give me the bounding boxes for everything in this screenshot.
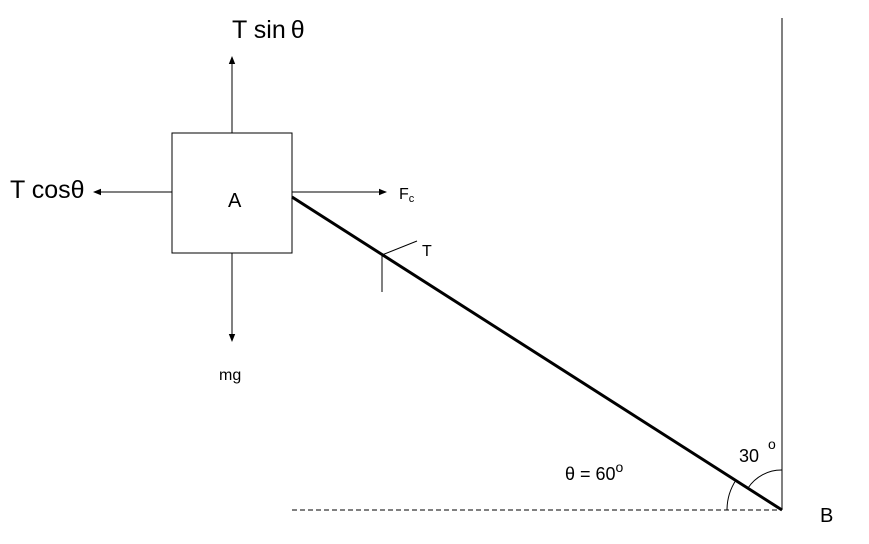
label-theta-60-text: θ = 60 [565, 464, 616, 484]
label-mg: mg [219, 367, 241, 384]
block-a [171, 132, 293, 254]
label-f-sub: c [409, 193, 415, 205]
label-t-cos: T cos [10, 176, 71, 204]
string-line [291, 195, 783, 512]
label-theta-60: θ = 60o [565, 459, 624, 484]
label-30-text: 30 [739, 446, 759, 466]
label-theta-left: θ [71, 176, 85, 204]
block-a-label: A [228, 190, 242, 212]
label-f: F [399, 186, 409, 203]
label-point-b: B [820, 505, 833, 527]
angle-arc-30 [747, 469, 783, 489]
label-theta-60-degree: o [616, 459, 624, 475]
label-30-degree: o [768, 436, 776, 452]
label-t-cos-theta: T cosθ [10, 176, 85, 204]
tension-leader [381, 240, 418, 256]
label-theta-up: θ [291, 16, 305, 44]
label-fc: Fc [399, 186, 415, 205]
label-30-deg: 30 o [739, 436, 776, 466]
angle-arc-theta [726, 479, 737, 511]
label-tension: T [422, 243, 432, 260]
label-t-sin: T sin [232, 16, 286, 44]
